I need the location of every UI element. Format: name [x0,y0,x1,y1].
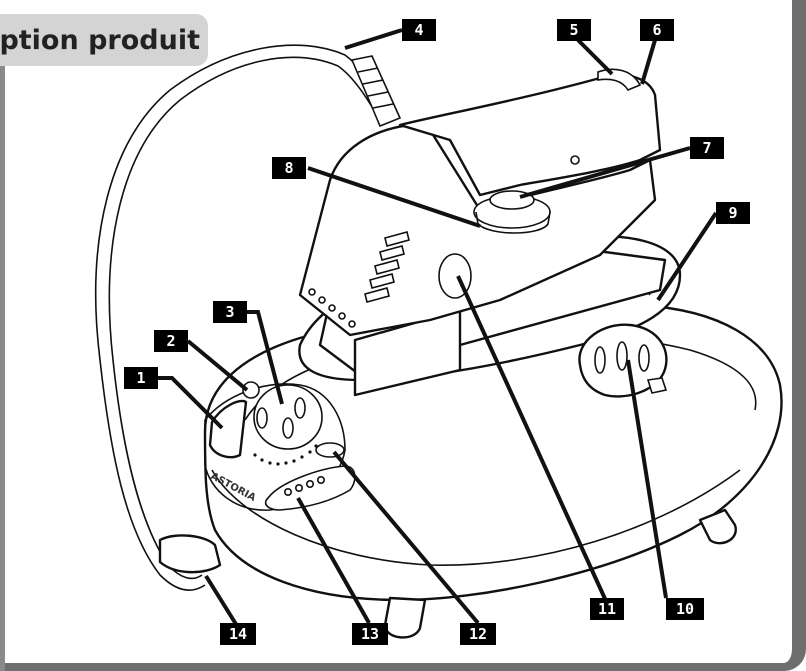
hose-strain-relief [350,55,402,128]
control-panel-outline [204,383,346,511]
svg-text:12: 12 [469,625,487,643]
leader-2 [186,339,249,392]
leader-1 [158,376,224,430]
callout-label-5: 5 [557,19,591,41]
iron-handle-grip [597,68,642,92]
leader-6 [640,39,657,85]
hose-tube [95,44,396,591]
control-panel: ASTORIA [204,381,356,511]
leader-11 [456,275,608,602]
base-side-line [211,469,741,566]
callout-label-11: 11 [590,598,624,620]
callout-labels: 1 2 3 4 5 6 7 8 9 10 11 12 13 14 [124,19,750,645]
callout-label-4: 4 [402,19,436,41]
hose-connector-base [158,534,222,574]
leader-14 [204,574,241,631]
base-foot-right [698,508,737,545]
svg-text:4: 4 [414,21,423,39]
leader-7 [519,146,691,199]
iron-vent-slots [364,231,410,303]
callout-label-13: 13 [352,623,388,645]
callout-label-3: 3 [213,301,247,323]
leader-13 [296,497,371,624]
callout-label-1: 1 [124,367,158,389]
steam-ready-indicator [264,465,356,511]
callout-label-14: 14 [220,623,256,645]
base-foot-left [383,596,427,639]
svg-text:2: 2 [166,332,175,350]
svg-text:1: 1 [136,369,145,387]
iron-indicator-dot [570,155,580,165]
auto-off-button[interactable] [315,442,345,458]
svg-text:14: 14 [229,625,247,643]
water-tank-cap[interactable] [578,323,668,398]
leader-9 [656,211,718,302]
page-frame-left-edge [0,66,5,671]
steam-regulator-dial[interactable] [253,384,323,450]
callout-label-6: 6 [640,19,674,41]
steam-hose [95,44,402,591]
callout-label-8: 8 [272,157,306,179]
section-title-tab: ption produit [0,14,208,66]
iron-steam-holes [308,288,356,328]
page-title: ption produit [0,24,200,56]
svg-text:7: 7 [702,139,711,157]
svg-text:13: 13 [361,625,379,643]
callout-label-9: 9 [716,202,750,224]
leader-8 [307,166,481,228]
svg-text:9: 9 [728,204,737,222]
leader-5 [576,38,614,76]
callout-label-7: 7 [690,137,724,159]
svg-text:11: 11 [598,600,616,618]
power-switch[interactable] [208,399,248,459]
leader-12 [332,450,480,625]
svg-text:8: 8 [284,159,293,177]
callout-label-10: 10 [666,598,704,620]
power-indicator-light [242,381,260,399]
svg-text:6: 6 [652,21,661,39]
callout-label-12: 12 [460,623,496,645]
leader-10 [626,359,668,599]
svg-text:5: 5 [569,21,578,39]
leader-3 [247,310,284,405]
svg-text:3: 3 [225,303,234,321]
leader-4 [344,28,403,50]
callout-label-2: 2 [154,330,188,352]
leader-lines [158,28,718,631]
svg-text:10: 10 [676,600,694,618]
iron [298,68,667,397]
